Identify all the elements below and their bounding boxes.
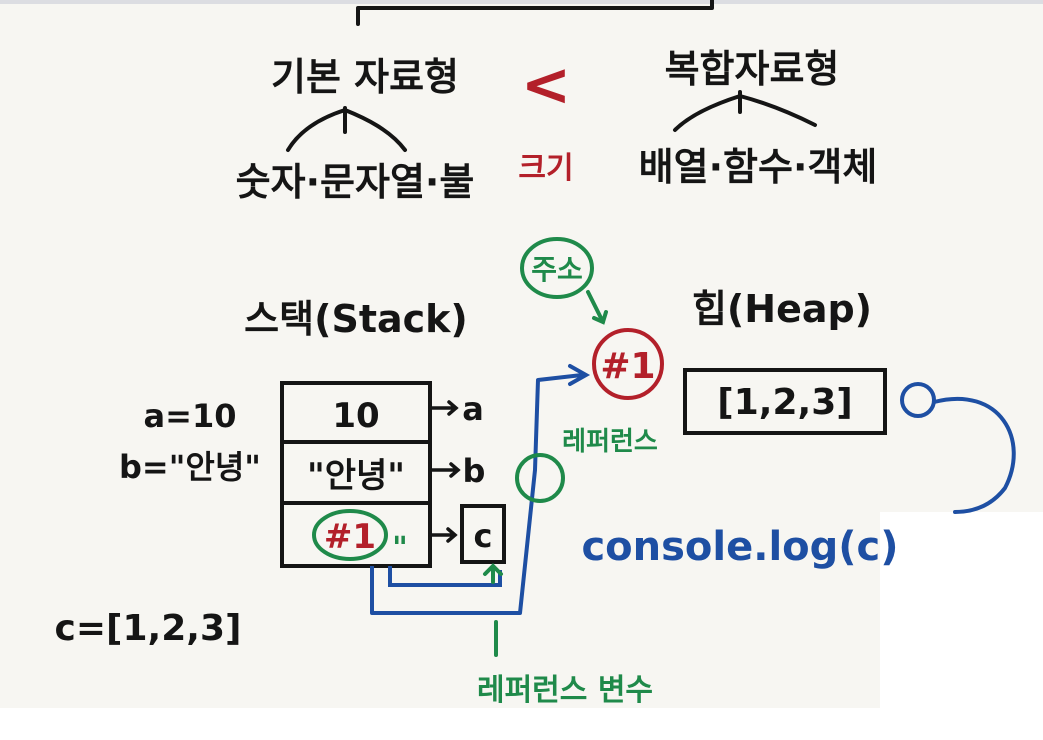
heap-title: 힙(Heap) <box>692 287 872 331</box>
blank-patch <box>880 512 1043 708</box>
pointer-arrow-b <box>430 462 461 478</box>
address-note-circle <box>520 237 594 299</box>
pointer-c-box <box>460 504 506 564</box>
reference-path-arrowhead <box>568 364 591 386</box>
declaration-a: a=10 <box>144 397 237 435</box>
basic-types-branch <box>286 106 407 152</box>
address-note-arrow <box>586 290 608 325</box>
reference-path-inner <box>388 566 502 587</box>
pointer-arrow-a <box>430 400 459 416</box>
basic-types-title: 기본 자료형 <box>271 55 459 99</box>
comparison-symbol: < <box>521 50 571 120</box>
declaration-b: b="안녕" <box>119 448 261 486</box>
reference-circle <box>515 453 565 503</box>
address-note-label: 주소 <box>531 253 583 286</box>
stack-cell-c-highlight <box>312 509 388 561</box>
stack-box <box>280 381 432 568</box>
top-edge-bar <box>0 0 1043 4</box>
console-log-label: console.log(c) <box>581 524 898 570</box>
stack-cell-c: #1 <box>324 517 376 557</box>
reference-variable-arrow <box>483 563 503 584</box>
heap-address-label: #1 <box>600 346 655 387</box>
heap-connector-loop <box>900 382 936 418</box>
size-note: 크기 <box>518 151 573 186</box>
stack-title: 스택(Stack) <box>244 297 468 341</box>
stack-cell-b: "안녕" <box>307 456 405 496</box>
reference-path-upper <box>370 373 583 615</box>
composite-types-title: 복합자료형 <box>665 47 840 91</box>
c-assignment: c=[1,2,3] <box>55 608 242 649</box>
pointer-label-b: b <box>463 452 486 490</box>
heap-box <box>683 368 887 435</box>
top-bracket-line <box>356 0 714 26</box>
reference-variable-label: 레퍼런스 변수 <box>477 673 653 708</box>
pointer-arrow-c <box>428 527 458 543</box>
heap-value: [1,2,3] <box>717 382 852 423</box>
reference-label: 레퍼런스 <box>562 427 658 457</box>
composite-types-list: 배열·함수·객체 <box>639 145 878 189</box>
pointer-label-c: c <box>474 517 493 555</box>
composite-types-branch <box>673 90 817 132</box>
heap-connector-curve <box>932 396 1016 514</box>
stack-cell-c-ditto: " <box>392 531 408 566</box>
basic-types-list: 숫자·문자열·불 <box>236 160 475 204</box>
heap-address-circle <box>592 328 664 400</box>
stack-cell-a: 10 <box>332 396 379 436</box>
pointer-label-a: a <box>462 390 484 428</box>
